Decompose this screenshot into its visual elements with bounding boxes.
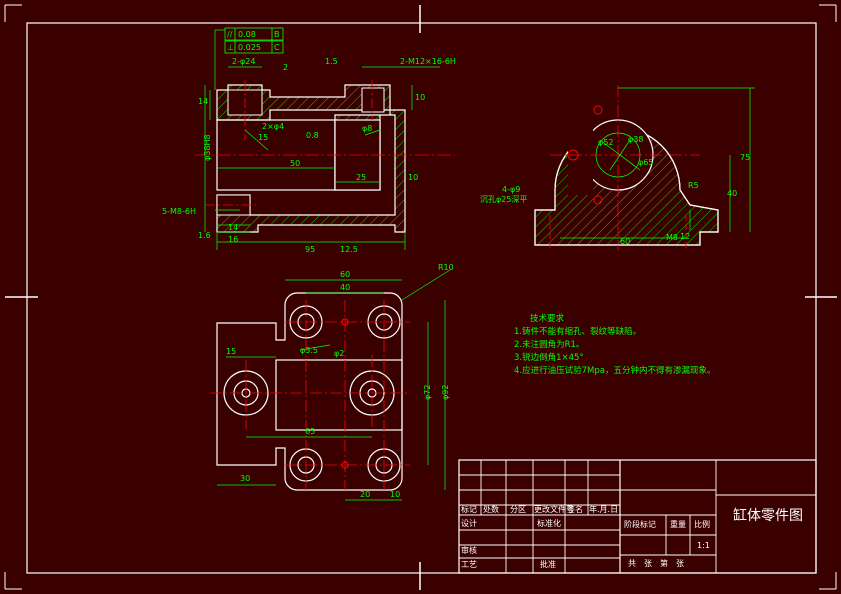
dim-phi52: φ52	[598, 138, 613, 147]
dim-16: 16	[228, 235, 238, 244]
tb-stage-mark: 阶段标记	[624, 519, 656, 529]
dim-14: 14	[198, 97, 208, 106]
front-view: // 0.08 B ⊥ 0.025 C 2-φ24 2 1.5 2-M12×16…	[162, 27, 456, 254]
tol-perp-symbol: ⊥	[227, 43, 234, 52]
tb-process: 工艺	[461, 560, 477, 569]
tb-date: 年.月.日	[589, 504, 618, 514]
dim-phi72: φ72	[423, 385, 432, 400]
title-block	[458, 459, 817, 574]
tb-approve: 批准	[540, 559, 556, 569]
dim-25: 25	[356, 173, 366, 182]
top-center-body	[275, 359, 403, 431]
top-view	[216, 292, 403, 491]
side-view: φ52 φ38 φ65 75 40 R5 4-φ9 沉孔φ25深平 60 M8 …	[480, 85, 755, 250]
dim-95: 95	[305, 245, 315, 254]
dim-roughness: 1.5	[325, 57, 338, 66]
tolerance-frames: // 0.08 B ⊥ 0.025 C	[224, 27, 284, 54]
dim-phi2: φ2	[334, 349, 344, 358]
tb-standardization: 标准化	[537, 518, 561, 528]
top-view-centerlines	[210, 300, 410, 490]
dim-14b: 14	[228, 223, 238, 232]
top-outline	[216, 292, 403, 491]
tb-change-doc: 更改文件号	[534, 504, 574, 514]
dim-10b: 10	[408, 173, 418, 182]
dim-M8: M8	[666, 233, 678, 242]
dim-phi38: φ38H8	[203, 134, 212, 161]
tb-mark: 标记	[461, 504, 477, 514]
dim-2-phi24: 2-φ24	[232, 57, 255, 66]
tech-item-1: 1.铸件不能有缩孔、裂纹等缺陷。	[514, 326, 641, 337]
dim-08: 0.8	[306, 131, 319, 140]
dim-R5: R5	[688, 181, 699, 190]
dim-40-top: 40	[340, 283, 350, 292]
dim-10-top: 10	[390, 490, 400, 499]
dim-phi65: φ65	[638, 158, 653, 167]
dim-phi38-side: φ38	[628, 135, 643, 144]
top-thread-right	[361, 87, 385, 113]
tb-zone: 分区	[510, 505, 526, 514]
tech-requirements: 技术要求 1.铸件不能有缩孔、裂纹等缺陷。 2.未注圆角为R1。 3.锐边倒角1…	[514, 313, 715, 376]
dim-60-side: 60	[620, 237, 630, 246]
drawing-title: 缸体零件图	[733, 507, 803, 524]
tech-item-4: 4.应进行油压试验7Mpa，五分钟内不得有渗漏现象。	[514, 365, 715, 376]
tol-perp-datum: C	[274, 43, 280, 52]
tol-perp-value: 0.025	[238, 43, 261, 52]
tol-parallel-value: 0.08	[238, 30, 256, 39]
dim-15-top: 15	[226, 347, 236, 356]
dim-30: 30	[240, 474, 250, 483]
dim-phi35: φ3.5	[300, 346, 318, 355]
dim-counterbore-note: 沉孔φ25深平	[480, 195, 527, 204]
dim-125: 12.5	[340, 245, 358, 254]
top-dimension-lines	[217, 269, 451, 501]
dim-R10: R10	[438, 263, 454, 272]
tb-scale-value: 1:1	[697, 541, 710, 550]
dim-15: 15	[258, 133, 268, 142]
dim-thread-left: 5-M8-6H	[162, 207, 196, 216]
dim-16r: 1.6	[198, 231, 211, 240]
tb-count: 处数	[483, 504, 499, 514]
dim-65: 65	[305, 427, 315, 436]
title-block-text: 标记 处数 分区 更改文件号 签名 年.月.日 设计 标准化 审核 工艺 批准 …	[461, 504, 803, 569]
tb-weight: 重量	[670, 519, 686, 529]
drawing-frame	[4, 4, 837, 590]
tb-review: 审核	[461, 545, 477, 555]
dim-phi92: φ92	[441, 385, 450, 400]
tb-scale: 比例	[694, 519, 710, 529]
dim-20: 20	[360, 490, 370, 499]
side-hole-bottom	[593, 195, 603, 205]
dim-75: 75	[740, 153, 750, 162]
dim-2: 2	[283, 63, 288, 72]
dim-10: 10	[415, 93, 425, 102]
tech-item-2: 2.未注圆角为R1。	[514, 339, 584, 350]
tb-designer: 设计	[461, 518, 477, 528]
dim-50: 50	[290, 159, 300, 168]
tb-signature: 签名	[567, 504, 583, 514]
dim-2phi4: 2×φ4	[262, 122, 284, 131]
tb-sheets: 共 张 第 张	[628, 558, 684, 568]
tol-parallel-datum: B	[274, 30, 280, 39]
dim-phi8: φ8	[362, 124, 372, 133]
dim-12: 12	[680, 232, 690, 241]
tol-parallel-symbol: //	[227, 30, 233, 39]
side-hole-top	[593, 105, 603, 115]
dim-4-phi9: 4-φ9	[502, 185, 520, 194]
dim-thread-top: 2-M12×16-6H	[400, 57, 456, 66]
tech-item-3: 3.锐边倒角1×45°	[514, 352, 584, 363]
dim-60-top: 60	[340, 270, 350, 279]
tech-heading: 技术要求	[530, 313, 565, 324]
dim-40: 40	[727, 189, 737, 198]
